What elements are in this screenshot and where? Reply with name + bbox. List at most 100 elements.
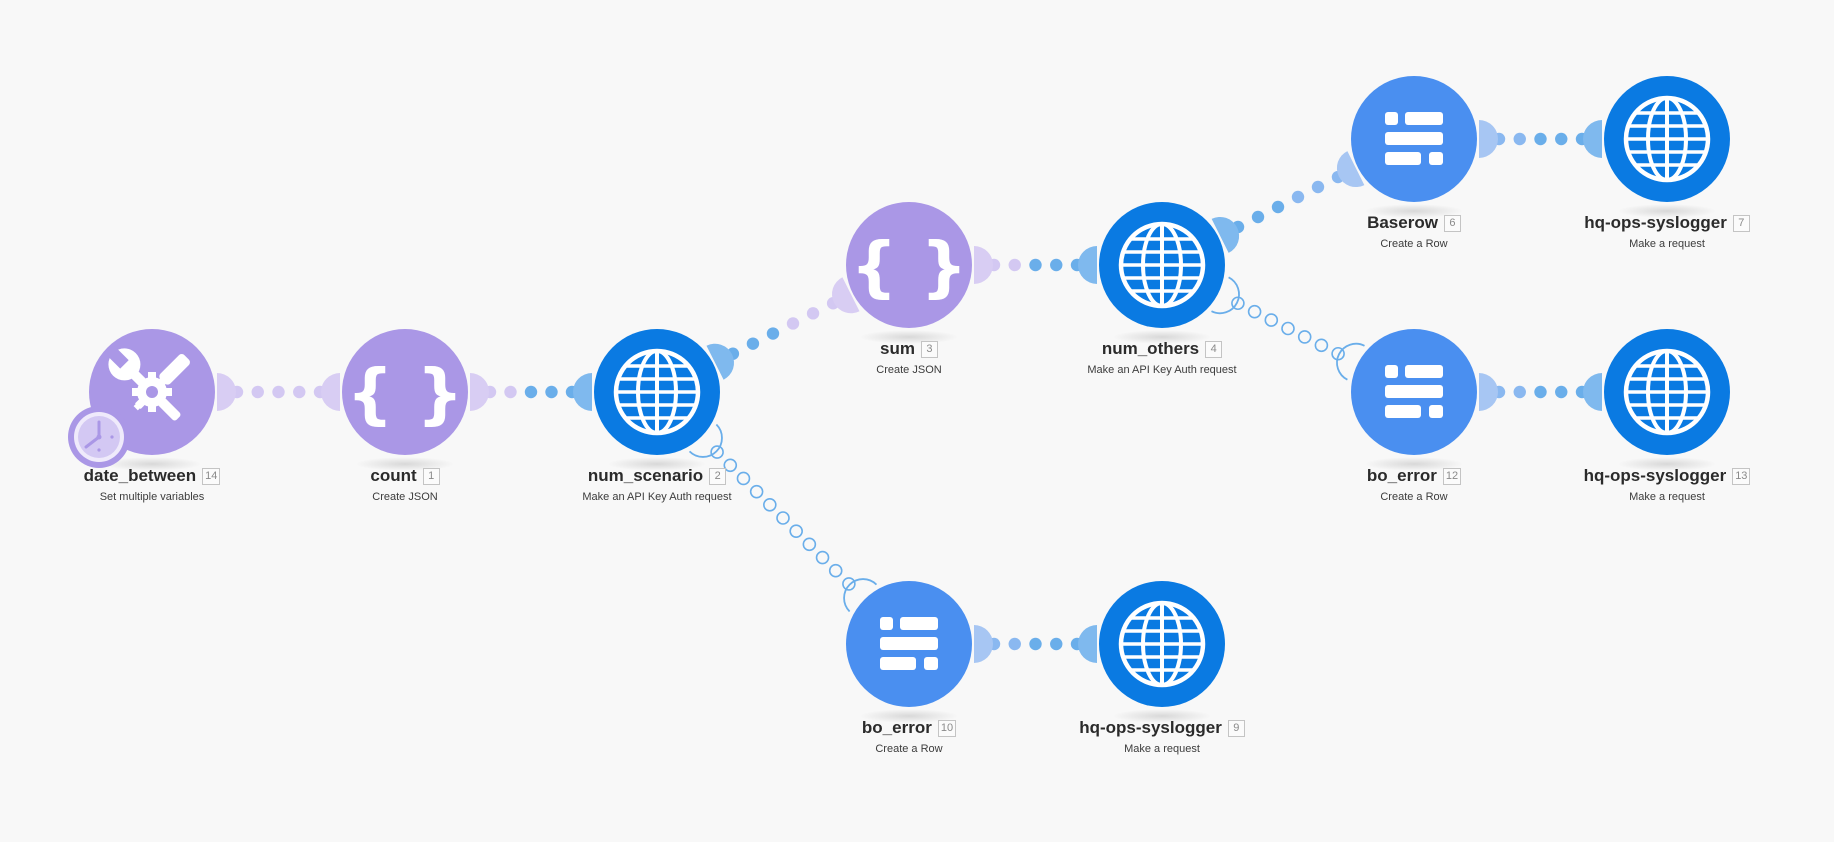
module-subtitle: Create JSON	[876, 364, 942, 376]
input-ear-shape	[1078, 246, 1097, 284]
module-count[interactable]: { } count 1 Create JSON	[295, 329, 515, 569]
input-ear[interactable]	[1078, 246, 1097, 284]
module-bo-error-12[interactable]: bo_error 12 Create a Row	[1304, 329, 1524, 569]
module-title: hq-ops-syslogger	[1079, 718, 1222, 737]
module-subtitle: Make an API Key Auth request	[1087, 364, 1237, 376]
module-title: num_scenario	[587, 466, 704, 485]
clock-badge-icon	[67, 405, 131, 469]
module-sum[interactable]: { } sum 3 Create JSON	[799, 202, 1019, 442]
globe-icon	[1099, 581, 1225, 707]
baserow-icon	[846, 581, 972, 707]
module-hq-ops-syslogger-13[interactable]: hq-ops-syslogger 13 Make a request	[1557, 329, 1777, 569]
module-id-badge: 10	[937, 719, 957, 737]
module-label: num_scenario 2	[547, 466, 767, 486]
error-route-dot	[789, 524, 803, 538]
connector-dot	[1271, 200, 1285, 214]
svg-text:{ }: { }	[851, 228, 968, 305]
input-ear-shape	[1078, 625, 1097, 663]
connector-dot	[1534, 385, 1547, 399]
error-route-dot	[749, 484, 764, 499]
connector-dot	[1555, 385, 1568, 399]
error-route-dot	[1231, 296, 1245, 311]
input-ear[interactable]	[321, 373, 340, 411]
error-route-dot	[776, 511, 790, 525]
module-label: count 1	[295, 466, 515, 486]
input-ear[interactable]	[1583, 373, 1602, 411]
error-route-dot	[828, 563, 843, 578]
module-subtitle: Create JSON	[372, 491, 438, 503]
error-route-dot	[1247, 304, 1262, 319]
module-shadow	[102, 457, 202, 471]
module-subtitle: Make a request	[1124, 743, 1200, 755]
output-ear[interactable]	[217, 373, 236, 411]
connector-dot	[1513, 385, 1526, 399]
output-ear[interactable]	[706, 343, 735, 380]
module-hq-ops-syslogger-7[interactable]: hq-ops-syslogger 7 Make a request	[1557, 76, 1777, 316]
module-label: hq-ops-syslogger 9	[1052, 718, 1272, 738]
module-bo-error-10[interactable]: bo_error 10 Create a Row	[799, 581, 1019, 821]
error-route-dot	[842, 577, 856, 591]
error-route-dot	[736, 471, 751, 486]
error-route-dot	[1281, 321, 1295, 336]
output-ear-shape	[217, 373, 236, 411]
input-ear[interactable]	[1583, 120, 1602, 158]
module-shadow	[1364, 457, 1464, 471]
module-id-badge: 4	[1205, 340, 1223, 358]
module-subtitle: Create a Row	[1380, 238, 1448, 250]
error-route-dot	[723, 458, 738, 473]
connector-dot	[1251, 210, 1265, 224]
output-ear[interactable]	[974, 246, 993, 284]
globe-icon	[594, 329, 720, 455]
globe-icon	[1099, 202, 1225, 328]
module-title: bo_error	[861, 718, 932, 737]
module-label: bo_error 12	[1304, 466, 1524, 486]
connector-dot	[806, 307, 820, 320]
module-date-between[interactable]: date_between 14 Set multiple variables	[42, 329, 262, 569]
module-id-badge: 3	[920, 340, 938, 358]
input-ear-shape	[1583, 120, 1602, 158]
connector-dot	[786, 317, 800, 330]
error-route-dot	[710, 445, 724, 459]
baserow-icon	[1351, 76, 1477, 202]
module-shadow	[1112, 709, 1212, 723]
module-id-badge: 12	[1442, 467, 1462, 485]
input-ear[interactable]	[1078, 625, 1097, 663]
connector-dot	[251, 385, 264, 399]
output-ear[interactable]	[1211, 216, 1240, 253]
module-title: sum	[880, 339, 915, 358]
error-target-ear	[1336, 342, 1365, 381]
module-num-scenario[interactable]: num_scenario 2 Make an API Key Auth requ…	[547, 329, 767, 569]
module-title: bo_error	[1366, 466, 1437, 485]
module-title: num_others	[1101, 339, 1200, 358]
module-subtitle: Make a request	[1629, 491, 1705, 503]
output-ear[interactable]	[1479, 120, 1498, 158]
module-hq-ops-syslogger-9[interactable]: hq-ops-syslogger 9 Make a request	[1052, 581, 1272, 821]
connector-dot	[1029, 637, 1042, 651]
json-braces-icon: { }	[342, 329, 468, 455]
input-ear[interactable]	[1336, 151, 1365, 188]
input-ear[interactable]	[831, 277, 860, 314]
error-route-dot	[1264, 313, 1279, 327]
baserow-icon	[1351, 329, 1477, 455]
output-ear-shape	[706, 343, 735, 380]
input-ear[interactable]	[573, 373, 592, 411]
input-ear-shape	[831, 277, 860, 314]
module-shadow	[1112, 330, 1212, 344]
module-title: count	[370, 466, 417, 485]
module-subtitle: Create a Row	[1380, 491, 1448, 503]
output-ear[interactable]	[1479, 373, 1498, 411]
module-label: date_between 14	[42, 466, 262, 486]
module-label: sum 3	[799, 339, 1019, 359]
output-ear[interactable]	[974, 625, 993, 663]
module-baserow[interactable]: Baserow 6 Create a Row	[1304, 76, 1524, 316]
module-num-others[interactable]: num_others 4 Make an API Key Auth reques…	[1052, 202, 1272, 442]
error-target-ear	[843, 578, 878, 613]
input-ear-shape	[1583, 373, 1602, 411]
module-subtitle: Create a Row	[875, 743, 943, 755]
module-subtitle: Make a request	[1629, 238, 1705, 250]
output-ear[interactable]	[470, 373, 489, 411]
module-subtitle: Make an API Key Auth request	[582, 491, 732, 503]
module-shadow	[1617, 204, 1717, 218]
